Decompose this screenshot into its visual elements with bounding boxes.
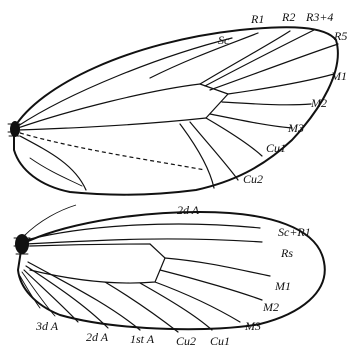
forewing-label-r2: R2: [281, 10, 295, 24]
forewing-label-cu1: Cu1: [266, 141, 286, 155]
vein-discal-cell: [30, 244, 165, 283]
hindwing-label-m1: M1: [274, 279, 291, 293]
vein-m2: [222, 102, 311, 105]
forewing-label-sc: Sc: [218, 33, 230, 47]
vein-m1-h: [165, 258, 270, 276]
forewing: Sc R1 R2 R3+4 R5 M1 M2 M3 Cu1 Cu2 2d A: [8, 10, 347, 217]
vein-cu-branch: [180, 124, 214, 188]
vein-sc-r1: [26, 224, 260, 240]
vein-sc: [18, 38, 232, 126]
vein-r2: [200, 31, 290, 84]
vein-m3: [210, 114, 292, 128]
hindwing-label-1a: 1st A: [130, 332, 155, 346]
hindwing-label-m3: M3: [244, 319, 261, 333]
vein-cu2: [190, 122, 238, 180]
forewing-label-r34: R3+4: [305, 10, 333, 24]
hindwing-label-cu2: Cu2: [176, 334, 196, 348]
forewing-outline: [14, 27, 338, 195]
forewing-label-m2: M2: [310, 96, 327, 110]
vein-2a: [20, 136, 86, 190]
hindwing-label-m2: M2: [262, 300, 279, 314]
forewing-base: [8, 121, 20, 137]
forewing-label-m3: M3: [287, 121, 304, 135]
hindwing-label-3a: 3d A: [35, 319, 59, 333]
hindwing: Sc+R1 Rs M1 M2 M3 Cu1 Cu2 1st A 2d A 3d …: [14, 205, 325, 348]
hindwing-label-sc-r1: Sc+R1: [278, 225, 311, 239]
vein-rs: [26, 239, 262, 244]
vein-anal-extra-2: [20, 276, 40, 308]
vein-m2-h: [160, 270, 262, 300]
forewing-label-r1: R1: [250, 12, 264, 26]
hindwing-label-2a: 2d A: [86, 330, 109, 344]
forewing-label-2a: 2d A: [177, 203, 200, 217]
vein-cu-stem: [18, 118, 206, 130]
vein-crossvein: [200, 84, 228, 118]
vein-discal-upper: [30, 244, 150, 246]
forewing-label-cu2: Cu2: [243, 172, 263, 186]
hindwing-label-rs: Rs: [280, 246, 293, 260]
vein-r1: [150, 33, 258, 78]
forewing-label-m1: M1: [330, 69, 347, 83]
vein-m1: [228, 74, 334, 94]
hindwing-label-cu1: Cu1: [210, 334, 230, 348]
forewing-label-r5: R5: [333, 29, 347, 43]
